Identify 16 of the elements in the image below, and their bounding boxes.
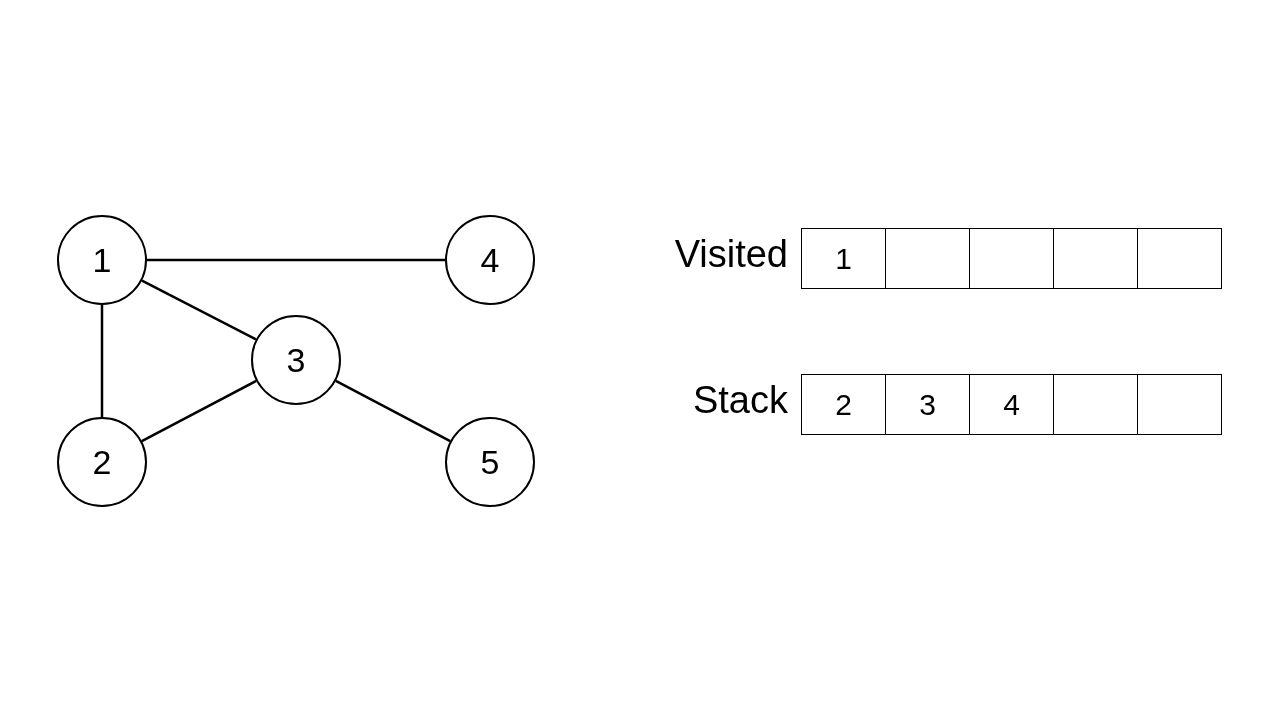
- edge-line: [141, 379, 257, 443]
- graph-node: 5: [445, 417, 535, 507]
- edge-line: [147, 258, 445, 262]
- graph-node: 2: [57, 417, 147, 507]
- graph-node: 1: [57, 215, 147, 305]
- graph-node: 3: [251, 315, 341, 405]
- graph-node: 4: [445, 215, 535, 305]
- table-cell: 4: [969, 374, 1054, 435]
- table-cell: 3: [885, 374, 970, 435]
- edge-line: [335, 379, 451, 443]
- edge-line: [100, 305, 104, 417]
- edge-line: [141, 279, 257, 341]
- row-label: Stack: [691, 378, 788, 422]
- row-label: Visited: [673, 232, 788, 276]
- table-cell: 2: [801, 374, 886, 435]
- table-cell: 1: [801, 228, 886, 289]
